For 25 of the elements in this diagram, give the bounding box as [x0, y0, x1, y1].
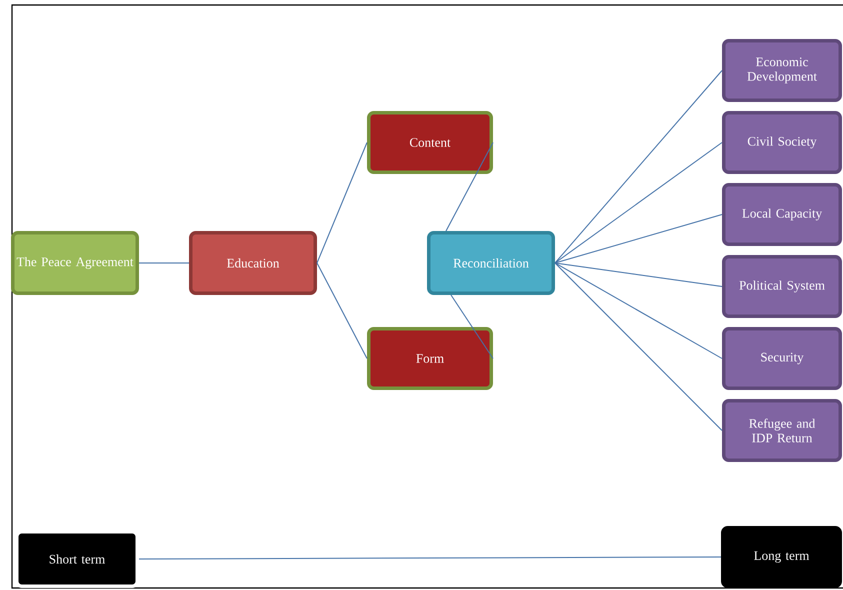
- outcome-box: Local Capacity: [722, 183, 842, 246]
- topic-box: Reconciliation: [427, 231, 555, 295]
- topic-box: Education: [189, 231, 317, 295]
- connector-line: [316, 262, 368, 359]
- outcome-box: Economic Development: [722, 39, 842, 102]
- connector-line: [554, 142, 722, 264]
- outcome-box: Security: [722, 327, 842, 390]
- agreement-box: The Peace Agreement: [11, 231, 139, 295]
- outcome-box: Refugee and IDP Return: [722, 399, 842, 462]
- connector-line: [554, 262, 722, 431]
- topic-box: Form: [367, 327, 493, 390]
- topic-box: Content: [367, 111, 493, 174]
- connector-line: [450, 294, 494, 359]
- connector-line: [316, 142, 368, 264]
- outcome-box: Civil Society: [722, 111, 842, 174]
- connector-line: [138, 262, 190, 264]
- timeline-box: Long term: [721, 526, 842, 588]
- connector-line: [446, 142, 494, 232]
- connector-line: [554, 262, 722, 359]
- outcome-box: Political System: [722, 255, 842, 318]
- connector-line: [554, 262, 722, 287]
- connector-line: [554, 70, 722, 264]
- connector-line: [138, 556, 722, 560]
- timeline-box: Short term: [15, 530, 139, 588]
- connector-line: [554, 214, 722, 264]
